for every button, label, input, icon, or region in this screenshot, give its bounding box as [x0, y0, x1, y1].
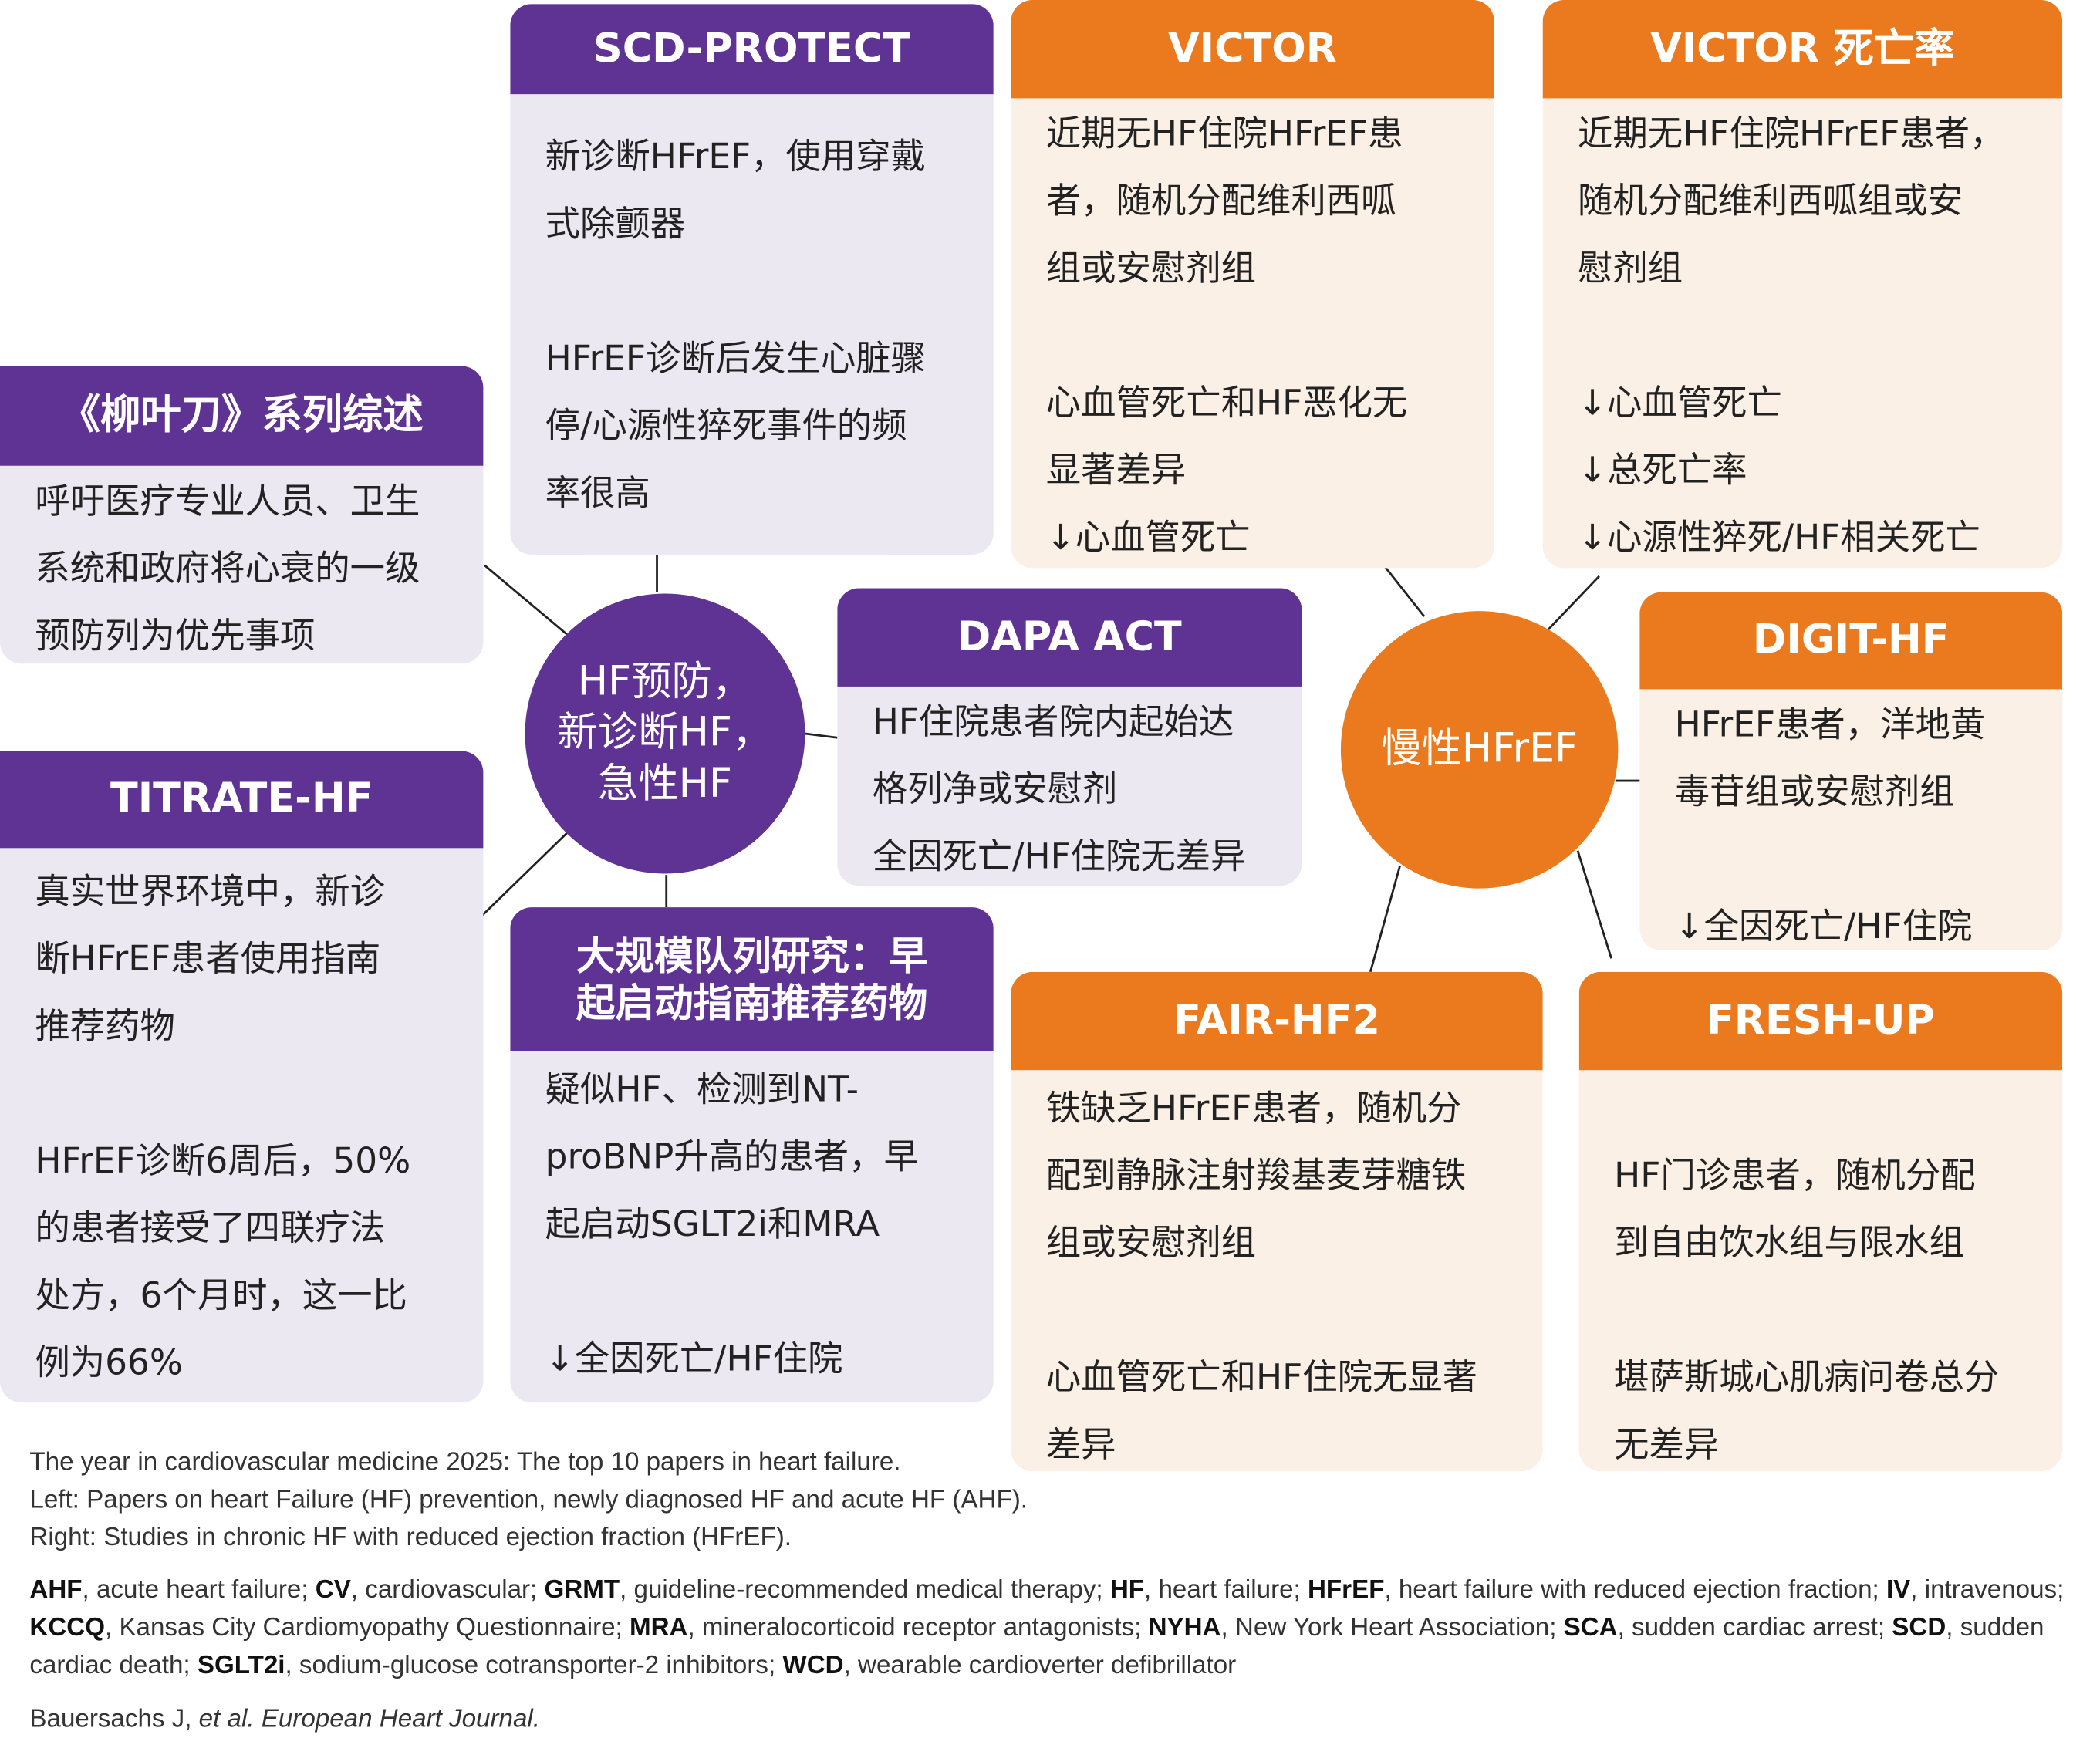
abbr-term: MRA [629, 1614, 688, 1642]
right-hub-circle: 慢性HFrEF [1340, 611, 1619, 889]
fair-hf2-box: FAIR-HF2 铁缺乏HFrEF患者，随机分 配到静脉注射羧基麦芽糖铁 组或安… [1011, 971, 1543, 1472]
abbr-term: HFrEF [1307, 1576, 1385, 1605]
dapa-act-box: DAPA ACT HF住院患者院内起始达 格列净或安慰剂 全因死亡/HF住院无差… [837, 588, 1302, 886]
abbr-definition: , Kansas City Cardiomyopathy Questionnai… [105, 1614, 630, 1642]
box-body: HF门诊患者，随机分配 到自由饮水组与限水组 堪萨斯城心肌病问卷总分 无差异 [1614, 1156, 2000, 1467]
abbr-definition: , cardiovascular; [350, 1576, 545, 1605]
abbr-term: AHF [29, 1576, 83, 1605]
abbr-term: IV [1886, 1576, 1911, 1605]
box-title: DIGIT-HF [1639, 592, 2063, 690]
caption: The year in cardiovascular medicine 2025… [29, 1444, 1028, 1558]
box-title: 《柳叶刀》系列综述 [0, 366, 484, 466]
box-body: 近期无HF住院HFrEF患 者，随机分配维利西呱 组或安慰剂组 心血管死亡和HF… [1045, 114, 1408, 559]
abbr-definition: , sudden cardiac death; [29, 1614, 2044, 1680]
abbr-definition: , sudden cardiac arrest; [1617, 1614, 1892, 1642]
box-title: 大规模队列研究：早 起启动指南推荐药物 [510, 907, 994, 1051]
caption-line: Right: Studies in chronic HF with reduce… [29, 1524, 792, 1552]
citation: Bauersachs J, et al. European Heart Jour… [29, 1702, 540, 1740]
titrate-hf-box: TITRATE-HF 真实世界环境中，新诊 断HFrEF患者使用指南 推荐药物 … [0, 751, 484, 1403]
box-body: 真实世界环境中，新诊 断HFrEF患者使用指南 推荐药物 HFrEF诊断6周后，… [35, 872, 411, 1384]
victor-mortality-box: VICTOR 死亡率 近期无HF住院HFrEF患者， 随机分配维利西呱组或安 慰… [1542, 0, 2063, 569]
abbr-definition: , mineralocorticoid receptor antagonists… [687, 1614, 1149, 1642]
victor-box: VICTOR 近期无HF住院HFrEF患 者，随机分配维利西呱 组或安慰剂组 心… [1011, 0, 1494, 569]
box-body: 近期无HF住院HFrEF患者， 随机分配维利西呱组或安 慰剂组 ↓心血管死亡 ↓… [1578, 114, 2005, 559]
digit-hf-box: DIGIT-HF HFrEF患者，洋地黄 毒苷组或安慰剂组 ↓全因死亡/HF住院 [1639, 592, 2063, 950]
abbr-definition: , heart failure; [1144, 1576, 1308, 1605]
left-hub-circle: HF预防， 新诊断HF， 急性HF [525, 593, 805, 874]
cohort-study-box: 大规模队列研究：早 起启动指南推荐药物 疑似HF、检测到NT- proBNP升高… [510, 907, 994, 1403]
box-title: DAPA ACT [837, 588, 1302, 687]
box-title: FRESH-UP [1578, 971, 2063, 1071]
abbr-term: KCCQ [29, 1614, 106, 1642]
citation-author: Bauersachs J, [29, 1705, 199, 1734]
lancet-review-box: 《柳叶刀》系列综述 呼吁医疗专业人员、卫生 系统和政府将心衰的一级 预防列为优先… [0, 366, 484, 664]
box-body: HFrEF患者，洋地黄 毒苷组或安慰剂组 ↓全因死亡/HF住院 [1674, 705, 1986, 948]
abbr-term: SCD [1892, 1614, 1946, 1642]
abbr-definition: , New York Heart Association; [1220, 1614, 1564, 1642]
abbr-definition: , guideline-recommended medical therapy; [620, 1576, 1110, 1605]
citation-journal: et al. European Heart Journal. [198, 1705, 541, 1734]
caption-line: Left: Papers on heart Failure (HF) preve… [29, 1486, 1028, 1515]
box-body: 呼吁医疗专业人员、卫生 系统和政府将心衰的一级 预防列为优先事项 [35, 481, 420, 657]
abbr-definition: , wearable cardioverter defibrillator [843, 1651, 1237, 1680]
abbr-term: GRMT [544, 1576, 620, 1605]
abbr-definition: , intravenous; [1910, 1576, 2065, 1605]
abbr-definition: , heart failure with reduced ejection fr… [1384, 1576, 1886, 1605]
box-body: HF住院患者院内起始达 格列净或安慰剂 全因死亡/HF住院无差异 [872, 702, 1246, 878]
box-body: 疑似HF、检测到NT- proBNP升高的患者，早 起启动SGLT2i和MRA … [545, 1070, 919, 1380]
box-title: FAIR-HF2 [1011, 971, 1543, 1071]
fresh-up-box: FRESH-UP HF门诊患者，随机分配 到自由饮水组与限水组 堪萨斯城心肌病问… [1578, 971, 2063, 1472]
abbr-definition: , acute heart failure; [82, 1576, 316, 1605]
abbr-term: SGLT2i [197, 1651, 285, 1680]
abbreviations: AHF, acute heart failure; CV, cardiovasc… [29, 1572, 2095, 1686]
abbr-term: SCA [1563, 1614, 1618, 1642]
box-title: VICTOR [1011, 0, 1494, 99]
abbr-definition: , sodium-glucose cotransporter-2 inhibit… [285, 1651, 783, 1680]
box-title: SCD-PROTECT [510, 4, 994, 95]
box-body: 新诊断HFrEF，使用穿戴 式除颤器 HFrEF诊断后发生心脏骤 停/心源性猝死… [545, 137, 926, 515]
abbr-term: NYHA [1148, 1614, 1221, 1642]
abbr-term: HF [1109, 1576, 1145, 1605]
scd-protect-box: SCD-PROTECT 新诊断HFrEF，使用穿戴 式除颤器 HFrEF诊断后发… [510, 4, 994, 555]
box-title: TITRATE-HF [0, 751, 484, 849]
abbr-term: CV [315, 1576, 351, 1605]
box-body: 铁缺乏HFrEF患者，随机分 配到静脉注射羧基麦芽糖铁 组或安慰剂组 心血管死亡… [1045, 1089, 1478, 1467]
abbr-term: WCD [782, 1651, 844, 1680]
box-title: VICTOR 死亡率 [1542, 0, 2063, 99]
caption-line: The year in cardiovascular medicine 2025… [29, 1448, 901, 1477]
